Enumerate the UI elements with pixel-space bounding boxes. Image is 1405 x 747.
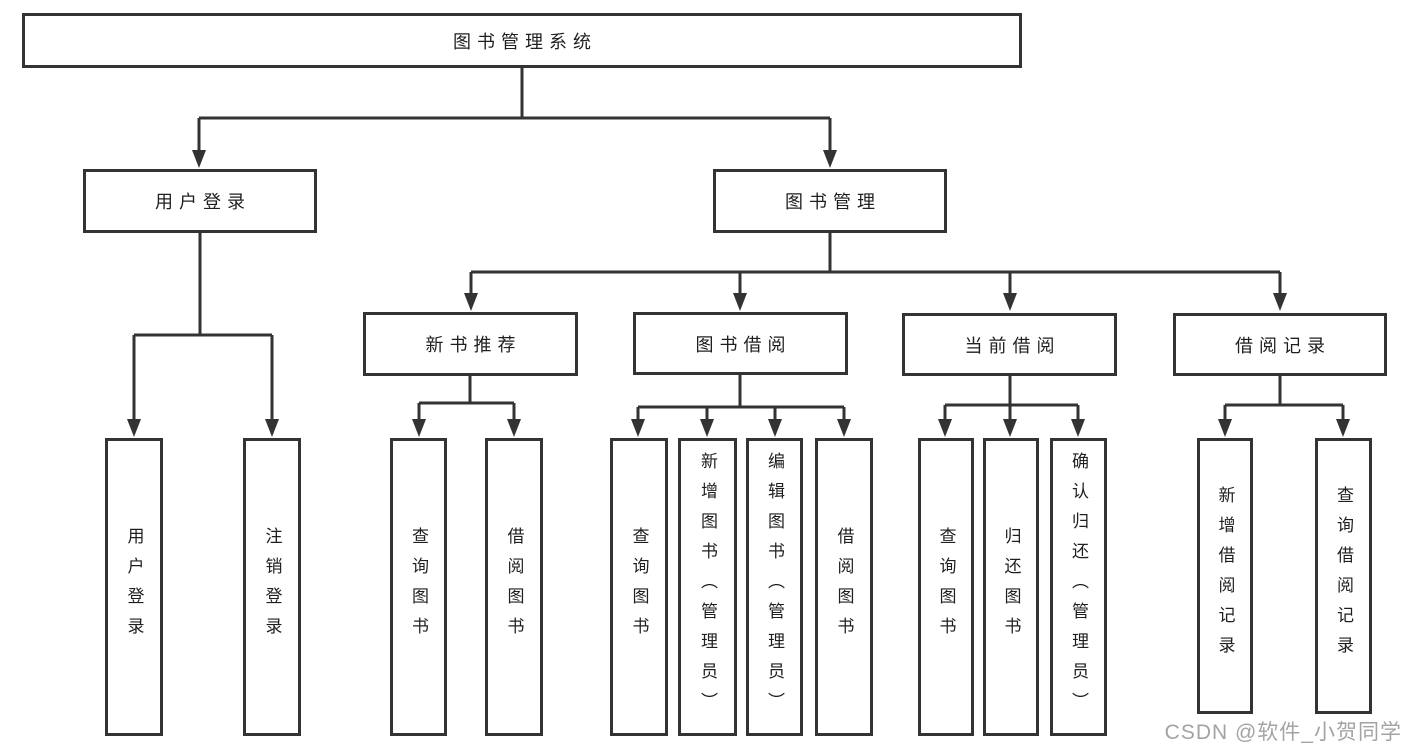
- leaf-query-books-recommend: 查询图书: [390, 438, 447, 736]
- node-root-library-system: 图书管理系统: [22, 13, 1022, 68]
- arrowhead-icons: [127, 150, 1350, 437]
- node-label: 新书推荐: [425, 335, 522, 355]
- node-label: 图书管理: [785, 192, 881, 212]
- node-borrow-records: 借阅记录: [1173, 313, 1387, 376]
- leaf-borrow-books-recommend: 借阅图书: [485, 438, 543, 736]
- node-label: 查询图书: [936, 527, 956, 647]
- node-label: 编辑图书（管理员）: [765, 452, 784, 722]
- node-new-book-recommend: 新书推荐: [363, 312, 578, 376]
- leaf-add-books-admin: 新增图书（管理员）: [678, 438, 737, 736]
- node-label: 新增图书（管理员）: [698, 452, 717, 722]
- node-label: 查询借阅记录: [1334, 486, 1353, 666]
- node-label: 当前借阅: [964, 335, 1061, 356]
- node-label: 借阅图书: [834, 527, 854, 647]
- node-label: 借阅图书: [504, 527, 524, 647]
- node-user-login: 用户登录: [83, 169, 317, 233]
- leaf-query-borrow-record: 查询借阅记录: [1315, 438, 1372, 714]
- leaf-query-books-current: 查询图书: [918, 438, 974, 736]
- node-label: 查询图书: [629, 527, 649, 647]
- node-label: 图书借阅: [695, 334, 792, 355]
- node-book-borrow: 图书借阅: [633, 312, 848, 375]
- node-label: 新增借阅记录: [1215, 486, 1235, 666]
- node-label: 用户登录: [155, 192, 251, 212]
- node-label: 注销登录: [262, 527, 282, 647]
- node-current-borrow: 当前借阅: [902, 313, 1117, 376]
- leaf-borrow-books: 借阅图书: [815, 438, 873, 736]
- leaf-confirm-return-admin: 确认归还（管理员）: [1050, 438, 1107, 736]
- node-label: 查询图书: [409, 527, 428, 647]
- leaf-edit-books-admin: 编辑图书（管理员）: [746, 438, 803, 736]
- leaf-logout: 注销登录: [243, 438, 301, 736]
- watermark: CSDN @软件_小贺同学: [1164, 721, 1402, 744]
- leaf-user-login: 用户登录: [105, 438, 163, 736]
- node-label: 归还图书: [1001, 527, 1021, 647]
- node-label: 借阅记录: [1235, 335, 1331, 356]
- node-label: 用户登录: [124, 527, 144, 647]
- node-label: 确认归还（管理员）: [1069, 452, 1088, 722]
- leaf-return-books: 归还图书: [983, 438, 1039, 736]
- node-label: 图书管理系统: [453, 31, 597, 52]
- node-book-management: 图书管理: [713, 169, 947, 233]
- leaf-add-borrow-record: 新增借阅记录: [1197, 438, 1253, 714]
- leaf-query-books: 查询图书: [610, 438, 668, 736]
